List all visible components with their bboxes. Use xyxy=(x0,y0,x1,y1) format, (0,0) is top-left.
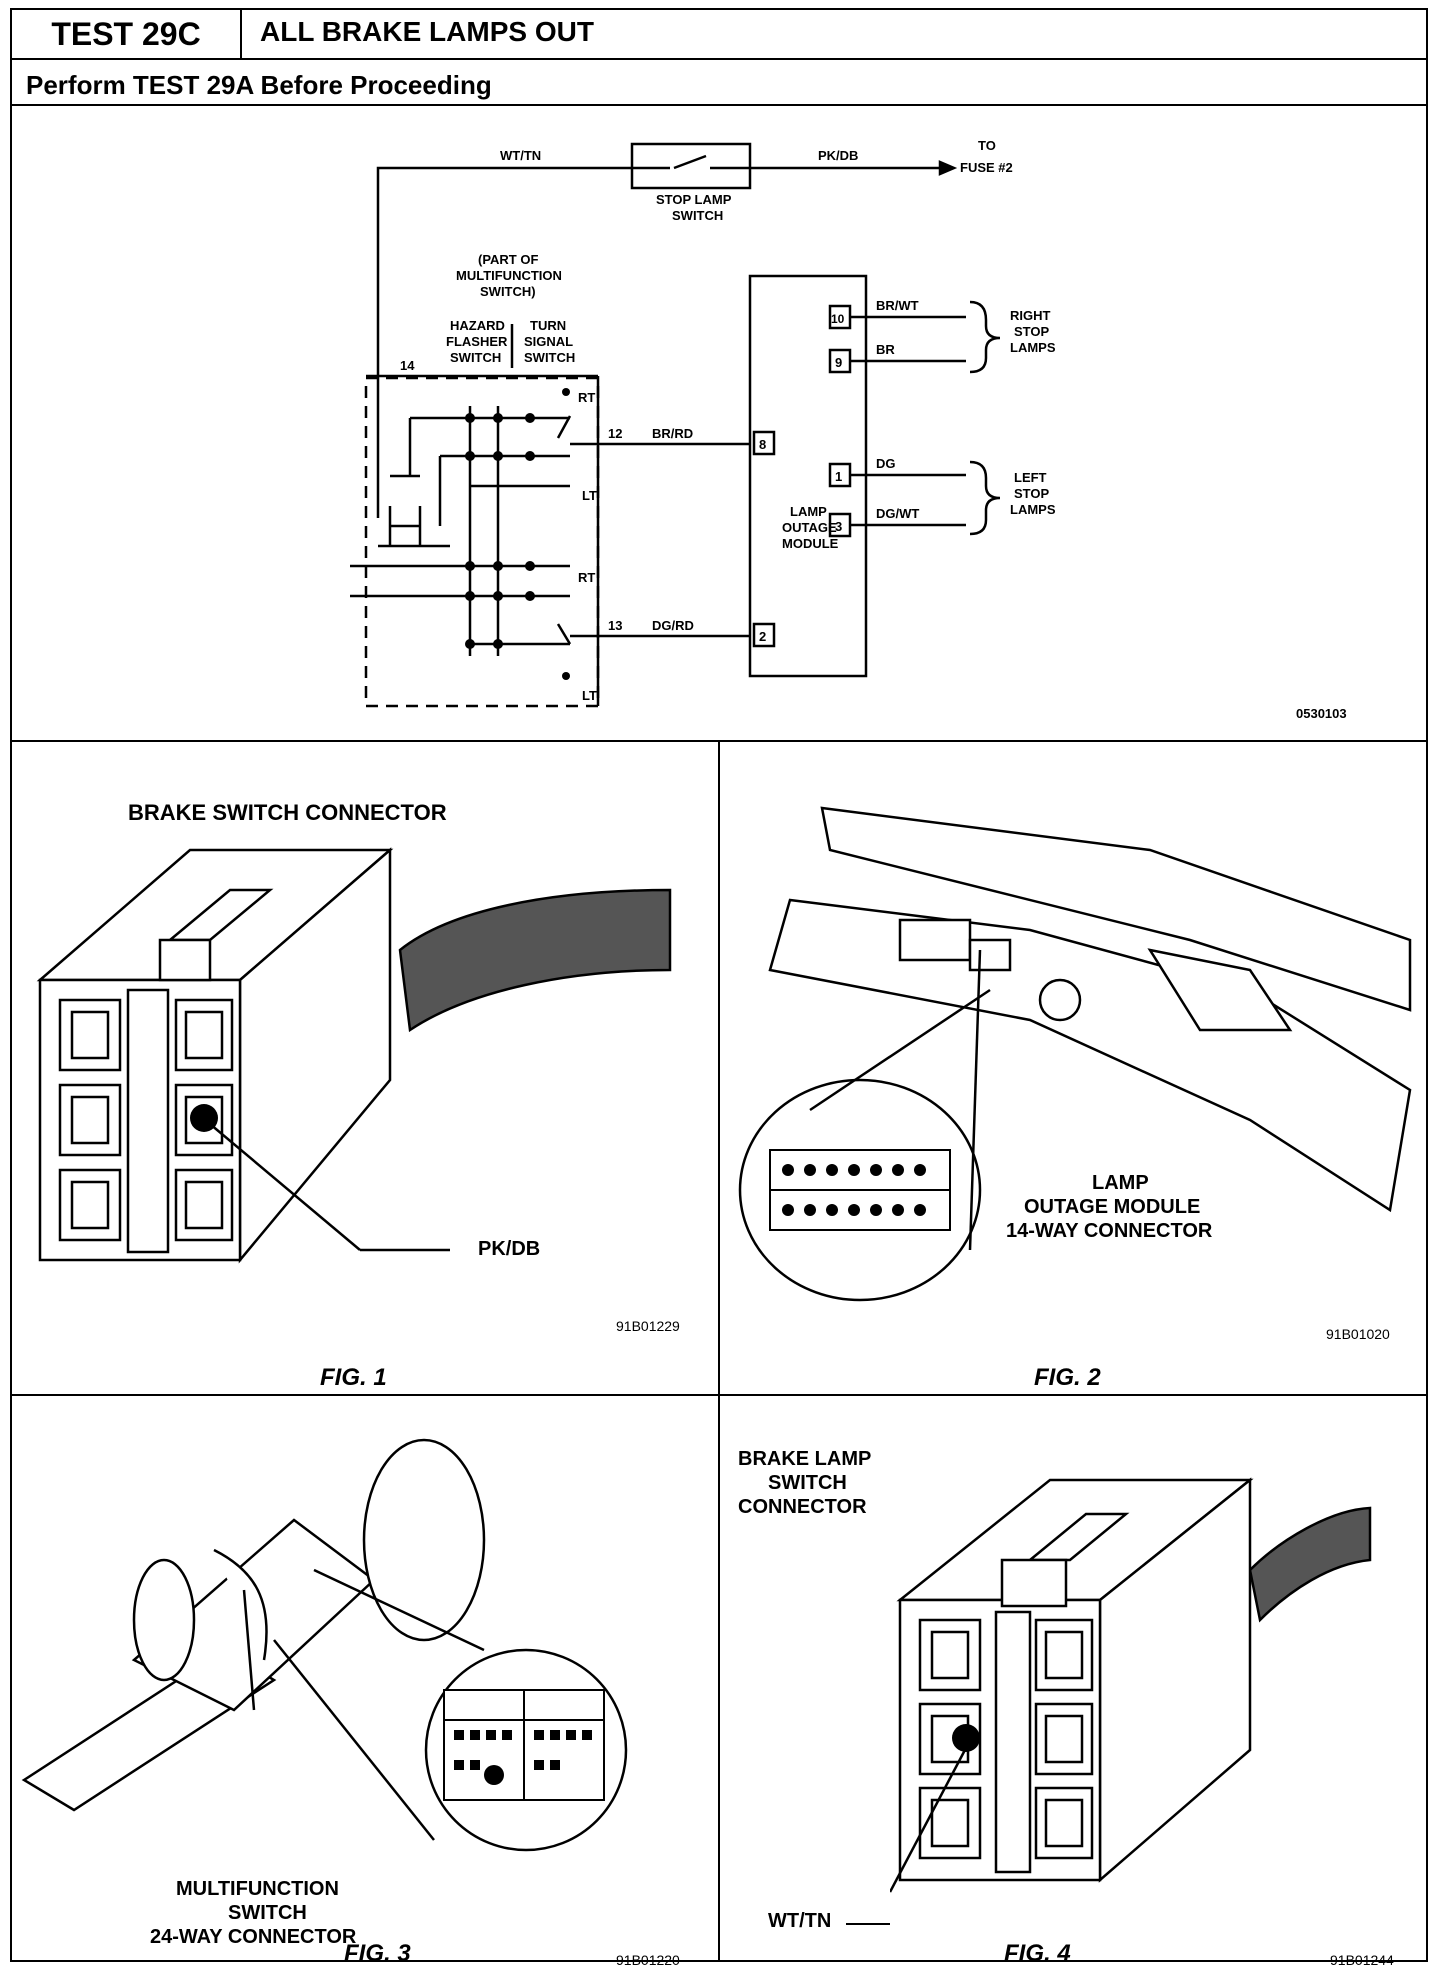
hazard-1: HAZARD xyxy=(450,318,505,333)
turn-1: TURN xyxy=(530,318,566,333)
module-pin-10: 10 xyxy=(831,312,845,326)
fig1-label: BRAKE SWITCH CONNECTOR xyxy=(128,800,447,825)
module-pin-3: 3 xyxy=(835,519,842,534)
left-lamps-3: LAMPS xyxy=(1010,502,1056,517)
mfs-part-2: MULTIFUNCTION xyxy=(456,268,562,283)
rt-top: RT xyxy=(578,390,595,405)
wire-label-dg: DG xyxy=(876,456,896,471)
wire-label-wt-tn: WT/TN xyxy=(500,148,541,163)
turn-2: SIGNAL xyxy=(524,334,573,349)
fig1-title: FIG. 1 xyxy=(320,1364,387,1391)
to-fuse-2: FUSE #2 xyxy=(960,160,1013,175)
lt-top: LT xyxy=(582,488,597,503)
fig4-brake-lamp-switch-connector xyxy=(890,1477,1372,1893)
fig2-lamp-outage-module-image xyxy=(738,806,1412,1302)
wire-label-dg-rd: DG/RD xyxy=(652,618,694,633)
rt-bottom: RT xyxy=(578,570,595,585)
wire-label-dg-wt: DG/WT xyxy=(876,506,919,521)
to-fuse-1: TO xyxy=(978,138,996,153)
fig4-callout-leader xyxy=(846,1923,890,1925)
fig4-label-1: BRAKE LAMP xyxy=(738,1448,872,1470)
module-label-1: LAMP xyxy=(790,504,827,519)
fig1-callout: PK/DB xyxy=(478,1238,541,1260)
wiring-schematic: WT/TN PK/DB TO FUSE #2 STOP LAMP SWITCH … xyxy=(350,138,1347,721)
header-divider xyxy=(10,58,1428,60)
fig3-label-3: 24-WAY CONNECTOR xyxy=(150,1926,357,1948)
fig4-code: 91B01244 xyxy=(1330,1952,1394,1968)
pin-14: 14 xyxy=(400,358,415,373)
wire-label-br: BR xyxy=(876,342,895,357)
fig1-code: 91B01229 xyxy=(616,1318,680,1334)
wire-label-br-wt: BR/WT xyxy=(876,298,919,313)
mfs-part-1: (PART OF xyxy=(478,252,538,267)
test-subtitle: Perform TEST 29A Before Proceeding xyxy=(26,70,492,100)
fig3-multifunction-switch-image xyxy=(21,1438,628,1852)
fig2-code: 91B01020 xyxy=(1326,1326,1390,1342)
fig3-code: 91B01220 xyxy=(616,1952,680,1968)
module-label-3: MODULE xyxy=(782,536,839,551)
fig2-label-3: 14-WAY CONNECTOR xyxy=(1006,1220,1213,1242)
fig4-callout: WT/TN xyxy=(768,1910,832,1932)
test-title: ALL BRAKE LAMPS OUT xyxy=(260,16,594,47)
right-lamps-3: LAMPS xyxy=(1010,340,1056,355)
module-pin-9: 9 xyxy=(835,355,842,370)
fig3-title: FIG. 3 xyxy=(344,1940,411,1967)
header-divider-bottom xyxy=(10,104,1428,106)
test-id-box: TEST 29C xyxy=(10,8,242,60)
schematic-code: 0530103 xyxy=(1296,706,1347,721)
stop-lamp-switch-1: STOP LAMP xyxy=(656,192,732,207)
fig2-label-2: OUTAGE MODULE xyxy=(1024,1196,1201,1218)
fig4-label-2: SWITCH xyxy=(768,1472,847,1494)
lt-bottom: LT xyxy=(582,688,597,703)
right-lamps-1: RIGHT xyxy=(1010,308,1051,323)
fig1-brake-switch-connector xyxy=(36,847,672,1264)
wire-label-br-rd: BR/RD xyxy=(652,426,693,441)
left-lamps-1: LEFT xyxy=(1014,470,1047,485)
module-pin-1: 1 xyxy=(835,469,842,484)
fig4-title: FIG. 4 xyxy=(1004,1940,1071,1967)
grid-divider-v xyxy=(718,740,720,1962)
fig3-label-2: SWITCH xyxy=(228,1902,307,1924)
module-label-2: OUTAGE xyxy=(782,520,837,535)
stop-lamp-switch-2: SWITCH xyxy=(672,208,723,223)
hazard-3: SWITCH xyxy=(450,350,501,365)
fig2-label-1: LAMP xyxy=(1092,1172,1149,1194)
module-pin-2: 2 xyxy=(759,629,766,644)
turn-3: SWITCH xyxy=(524,350,575,365)
wire-label-pk-db: PK/DB xyxy=(818,148,858,163)
hazard-2: FLASHER xyxy=(446,334,508,349)
fig3-label-1: MULTIFUNCTION xyxy=(176,1878,339,1900)
fig4-label-3: CONNECTOR xyxy=(738,1496,867,1518)
module-pin-8: 8 xyxy=(759,437,766,452)
right-lamps-2: STOP xyxy=(1014,324,1049,339)
left-lamps-2: STOP xyxy=(1014,486,1049,501)
test-id: TEST 29C xyxy=(51,15,201,52)
fig2-title: FIG. 2 xyxy=(1034,1364,1101,1391)
mfs-part-3: SWITCH) xyxy=(480,284,536,299)
pin-12: 12 xyxy=(608,426,622,441)
pin-13: 13 xyxy=(608,618,622,633)
